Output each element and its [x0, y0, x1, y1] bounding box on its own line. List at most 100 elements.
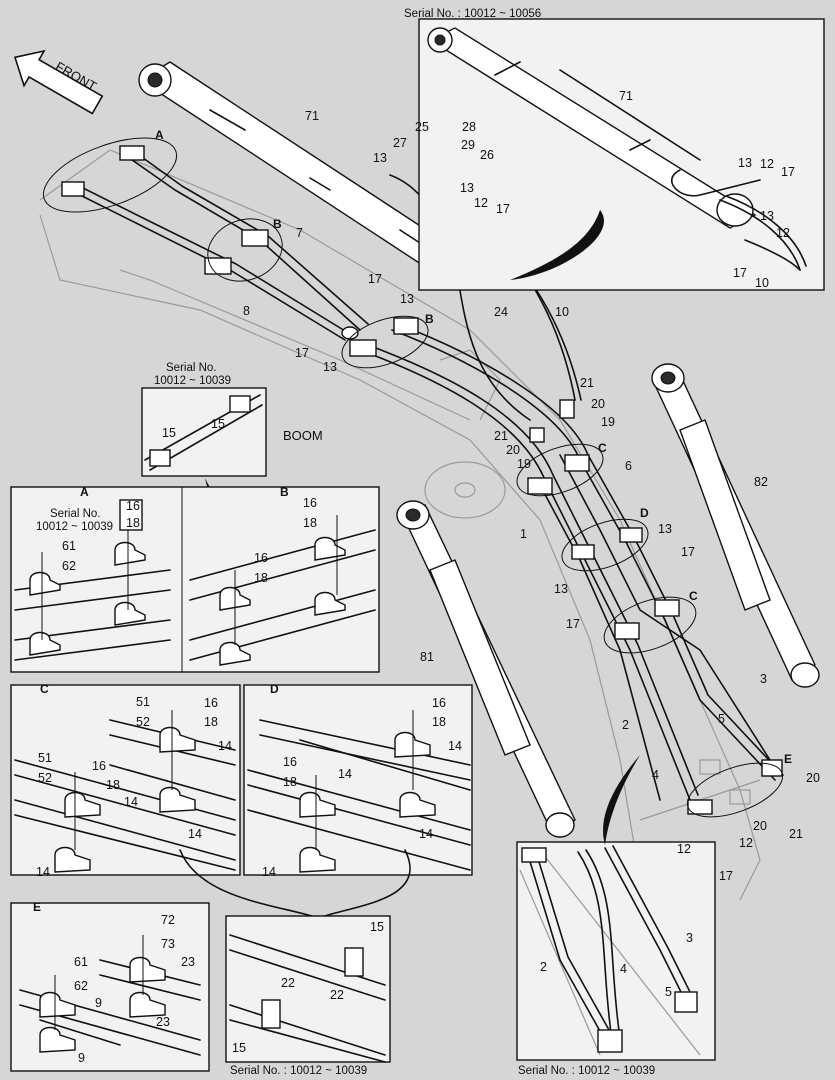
arm-cylinder-81: [396, 500, 576, 838]
callout-17-a: 17: [496, 202, 510, 216]
callout-72: 72: [161, 913, 175, 927]
callout-5-br: 5: [665, 985, 672, 999]
callout-13-f: 13: [554, 582, 568, 596]
detail-title-D: D: [270, 682, 279, 696]
callout-18-b1: 18: [303, 516, 317, 530]
callout-61-e: 61: [74, 955, 88, 969]
detail-box-E: [10, 902, 210, 1072]
callout-17-d: 17: [681, 545, 695, 559]
detail-title-A: A: [80, 485, 89, 499]
callout-17-e: 17: [566, 617, 580, 631]
callout-3-main: 3: [760, 672, 767, 686]
callout-16-c1: 16: [204, 696, 218, 710]
serial-top: Serial No. : 10012 ~ 10056: [404, 8, 541, 20]
callout-9-a: 9: [95, 996, 102, 1010]
pipes-7-8: [61, 145, 369, 341]
callout-9-b: 9: [78, 1051, 85, 1065]
callout-14-d1: 14: [448, 739, 462, 753]
callout-18-c1: 18: [204, 715, 218, 729]
callout-27: 27: [393, 136, 407, 150]
serial-bottom-right: Serial No. : 10012 ~ 10039: [518, 1065, 655, 1077]
callout-82: 82: [754, 475, 768, 489]
callout-13-top-a: 13: [738, 156, 752, 170]
callout-62-a: 62: [62, 559, 76, 573]
callout-23-a: 23: [181, 955, 195, 969]
detail-title-B: B: [280, 485, 289, 499]
callout-1: 1: [520, 527, 527, 541]
callout-81: 81: [420, 650, 434, 664]
callout-2-br: 2: [540, 960, 547, 974]
detail-box-A-B: [10, 486, 380, 673]
callout-3-br: 3: [686, 931, 693, 945]
main-label-B2: B: [425, 312, 434, 326]
callout-6: 6: [625, 459, 632, 473]
serial-a-line1: Serial No.: [50, 508, 101, 520]
callout-21-c: 21: [789, 827, 803, 841]
callout-14-c1: 14: [218, 739, 232, 753]
callout-51-c2: 51: [38, 751, 52, 765]
callout-14-c2: 14: [124, 795, 138, 809]
arm-cylinder-82: [651, 363, 820, 688]
callout-17-top-a: 17: [781, 165, 795, 179]
callout-15-bm-a: 15: [370, 920, 384, 934]
callout-16-c2: 16: [92, 759, 106, 773]
callout-52-c1: 52: [136, 715, 150, 729]
detail-title-C: C: [40, 682, 49, 696]
detail-box-D: [243, 684, 473, 876]
detail-title-E: E: [33, 900, 41, 914]
callout-12-top-a: 12: [760, 157, 774, 171]
callout-73: 73: [161, 937, 175, 951]
callout-20-d: 20: [753, 819, 767, 833]
callout-18-d2: 18: [283, 775, 297, 789]
detail-box-top-serial: [418, 18, 825, 291]
callout-4-main: 4: [652, 768, 659, 782]
main-label-C1: C: [598, 441, 607, 455]
callout-13-top-b: 13: [760, 209, 774, 223]
callout-52-c2: 52: [38, 771, 52, 785]
callout-12-top-b: 12: [776, 226, 790, 240]
callout-12-main: 12: [474, 196, 488, 210]
callout-18-b2: 18: [254, 571, 268, 585]
callout-20-c: 20: [806, 771, 820, 785]
callout-23-b: 23: [156, 1015, 170, 1029]
callout-26: 26: [480, 148, 494, 162]
callout-62-e: 62: [74, 979, 88, 993]
callout-20-b: 20: [506, 443, 520, 457]
text-labels: Serial No. : 10012 ~ 10056 BOOM Serial N…: [33, 8, 820, 1077]
callout-ellipses: [42, 137, 784, 818]
callout-20-a: 20: [591, 397, 605, 411]
callout-14-d3: 14: [419, 827, 433, 841]
front-arrow: [13, 49, 104, 115]
detail-box-C: [10, 684, 241, 876]
callout-4-br: 4: [620, 962, 627, 976]
callout-14-d4: 14: [262, 865, 276, 879]
callout-13-a: 13: [373, 151, 387, 165]
callout-13-c: 13: [400, 292, 414, 306]
callout-15-box-b: 15: [211, 417, 225, 431]
callout-16-d1: 16: [432, 696, 446, 710]
serial-main-line2: 10012 ~ 10039: [154, 375, 231, 387]
callout-51-c1: 51: [136, 695, 150, 709]
callout-19-a: 19: [601, 415, 615, 429]
callout-22-a: 22: [281, 976, 295, 990]
serial-a-line2: 10012 ~ 10039: [36, 521, 113, 533]
detail-box-serial-bottom-right: [516, 755, 716, 1061]
callout-7: 7: [296, 226, 303, 240]
main-label-E: E: [784, 752, 792, 766]
boom-label: BOOM: [283, 428, 323, 443]
callout-12-b: 12: [677, 842, 691, 856]
callout-17-c: 17: [295, 346, 309, 360]
callout-21-a: 21: [580, 376, 594, 390]
callout-14-d2: 14: [338, 767, 352, 781]
callout-10-main: 10: [555, 305, 569, 319]
callout-18-d1: 18: [432, 715, 446, 729]
callout-13-b: 13: [460, 181, 474, 195]
clamp-groups: [349, 317, 783, 815]
callout-16-d2: 16: [283, 755, 297, 769]
serial-bottom-mid: Serial No. : 10012 ~ 10039: [230, 1065, 367, 1077]
callout-5-main: 5: [718, 712, 725, 726]
callout-15-bm-b: 15: [232, 1041, 246, 1055]
callout-28: 28: [462, 120, 476, 134]
callout-14-c4: 14: [36, 865, 50, 879]
